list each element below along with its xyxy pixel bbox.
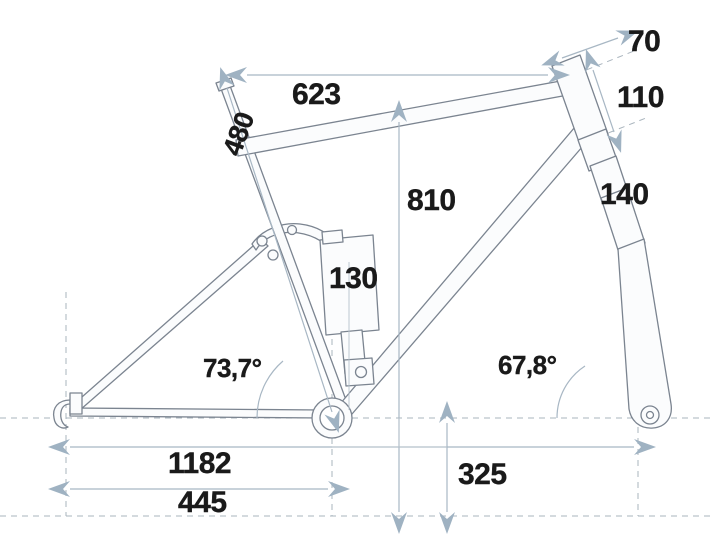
label-head-tube-angle-678: 67,8° — [498, 350, 557, 380]
dimension-extension-lines — [332, 262, 447, 448]
label-shock-130: 130 — [329, 262, 378, 295]
arc-head-tube-angle — [556, 365, 586, 419]
label-chainstay-445: 445 — [178, 486, 227, 519]
front-axle-center — [645, 410, 655, 420]
shock-top-mount — [321, 229, 344, 245]
angle-arcs — [256, 360, 586, 419]
chainstay-tube — [69, 407, 323, 419]
label-seat-tube-angle-737: 73,7° — [203, 353, 262, 383]
seat-stay-tube — [73, 238, 269, 411]
dim-line-480 — [219, 67, 340, 433]
frame-drawing — [52, 54, 672, 439]
label-fork-140: 140 — [600, 178, 649, 211]
dim-line-110 — [585, 49, 622, 153]
rocker-pivot-lower-left — [267, 249, 279, 261]
shock-eyelet — [354, 365, 368, 379]
seat-stay-junction-plate — [69, 392, 83, 415]
label-wheelbase-1182: 1182 — [168, 447, 232, 480]
label-stack-810: 810 — [407, 184, 456, 217]
fork-lower-leg — [617, 238, 672, 429]
arc-seat-tube-angle — [256, 360, 284, 419]
top-tube — [235, 79, 569, 157]
rocker-pivot-mid — [286, 224, 298, 236]
bottom-bracket-shell-inner — [319, 405, 345, 431]
label-top-tube-623: 623 — [292, 78, 341, 111]
dim-line-70 — [541, 30, 639, 66]
label-offset-70: 70 — [628, 25, 661, 58]
label-bb-height-325: 325 — [458, 458, 507, 491]
label-head-tube-110: 110 — [617, 81, 665, 114]
rocker-pivot-upper-left — [256, 235, 268, 247]
rear-dropout — [52, 399, 71, 429]
